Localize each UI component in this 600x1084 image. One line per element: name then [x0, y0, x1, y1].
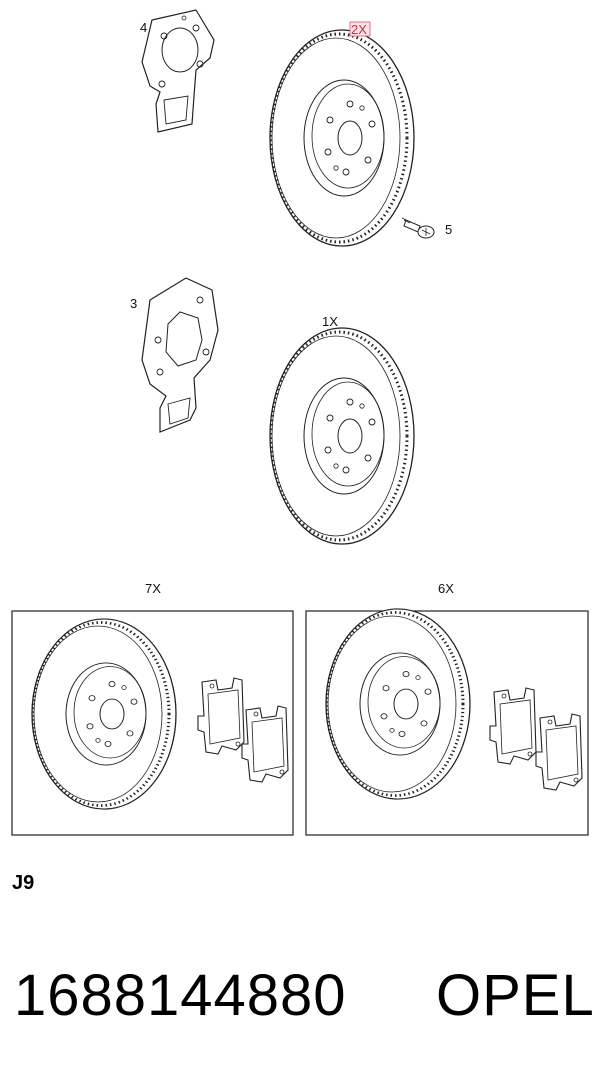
dust-shield-upper	[141, 9, 215, 133]
part-number: 1688144880	[14, 963, 347, 1028]
callout-kit-right-qty: 6X	[438, 581, 454, 596]
brake-disc-upper	[268, 28, 416, 248]
brand-name: OPEL	[436, 963, 595, 1028]
kit-left-pad-1	[197, 677, 245, 755]
kit-left-disc	[30, 617, 178, 811]
kit-left-pad-2	[241, 705, 289, 783]
callout-disc-upper-qty: 2X	[351, 22, 367, 37]
kit-right-disc	[324, 607, 472, 801]
kit-right-pad-2	[535, 713, 583, 791]
brake-disc-lower	[268, 326, 416, 546]
figure-reference: J9	[12, 872, 35, 894]
callout-bolt: 5	[445, 222, 452, 237]
kit-right-pad-1	[489, 687, 537, 765]
highlight-box	[349, 21, 371, 37]
kit-box-left	[11, 610, 294, 836]
callout-disc-lower-qty: 1X	[322, 314, 338, 329]
callout-kit-left-qty: 7X	[145, 581, 161, 596]
callout-shield-lower: 3	[130, 296, 137, 311]
callout-shield-upper: 4	[140, 20, 147, 35]
dust-shield-lower	[141, 277, 219, 433]
kit-box-right	[305, 610, 589, 836]
bolt	[401, 217, 435, 239]
